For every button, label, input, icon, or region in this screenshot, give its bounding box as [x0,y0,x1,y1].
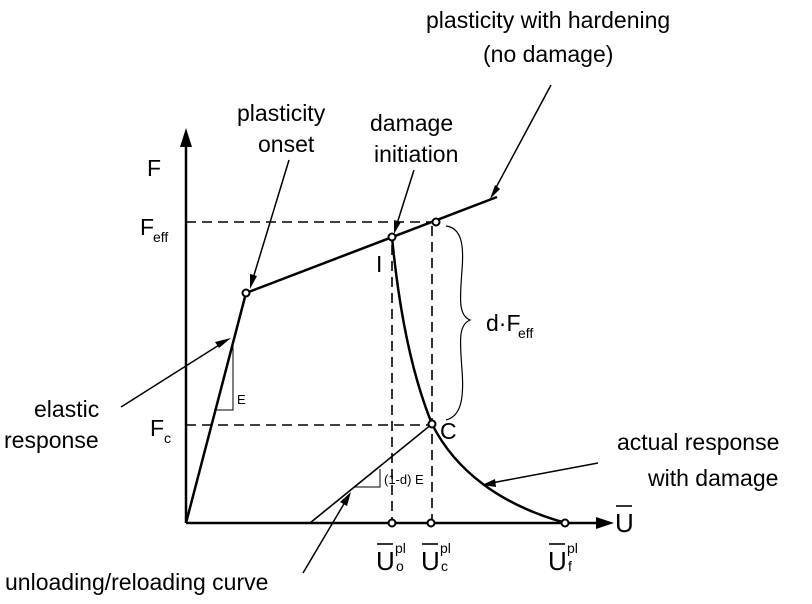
svg-text:pl: pl [567,540,578,556]
point-c-label: C [440,418,457,444]
init-label-2: initiation [374,141,458,167]
arrowhead-actual [482,479,496,487]
plasticity-onset-point [241,288,251,298]
arrowhead-elastic [215,338,231,348]
damage-initiation-point [387,232,397,242]
arrow-hardening [491,84,552,196]
svg-text:pl: pl [395,540,406,556]
hardening-label-2: (no damage) [483,41,613,67]
f-axis-arrow [180,128,192,147]
arrowhead-unloading [340,492,351,506]
svg-text:F: F [140,214,154,240]
svg-text:f: f [568,558,572,574]
unloading-line [309,423,433,524]
svg-text:F: F [150,415,164,441]
hardening-line [245,195,498,295]
arrow-unloading [302,496,349,574]
arrowhead-onset [250,274,257,289]
slope-triangle-1-d-e [355,469,381,488]
hardening-label-1: plasticity with hardening [426,7,670,33]
point-i-label: I [376,251,382,277]
svg-text:U: U [421,546,440,576]
hardening-point [431,217,441,227]
elastic-label-2: response [4,427,99,453]
u-axis-label: U [615,505,634,538]
arrowhead-hardening [490,185,500,199]
d-feff-brace [445,225,472,421]
feff-label: F eff [140,214,168,245]
f-axis-label: F [147,155,161,181]
u0-pl-label: U pl o [376,540,406,576]
svg-text:o: o [396,558,404,574]
fc-label: F c [150,415,171,446]
points [241,217,570,528]
actual-label-2: with damage [647,465,778,491]
uc-pl-label: U pl c [421,540,451,576]
slope-1-d-e-label: (1-d) E [384,472,424,487]
svg-text:U: U [615,508,634,538]
svg-text:c: c [441,558,448,574]
d-feff-label: d·F eff [486,310,533,341]
arrowhead-init [394,220,401,234]
uc-point [426,518,436,528]
svg-text:eff: eff [153,229,168,245]
onset-label-1: plasticity [237,100,326,126]
actual-label-1: actual response [617,429,779,455]
arrow-actual [485,462,599,485]
svg-text:c: c [164,430,171,446]
slope-e-label: E [237,392,246,407]
point-c [427,419,437,429]
elastic-label-1: elastic [34,396,99,422]
arrow-onset [250,159,290,286]
u-axis-arrow [596,517,614,529]
svg-text:d·F: d·F [486,310,521,336]
elastic-line [184,292,248,524]
svg-text:U: U [548,546,567,576]
uf-pl-label: U pl f [548,540,578,576]
slope-triangle-e [214,345,234,411]
arrow-init [394,169,415,231]
svg-text:pl: pl [440,540,451,556]
init-label-1: damage [370,110,453,136]
onset-label-2: onset [258,131,315,157]
u0-point [387,518,397,528]
unloading-label: unloading/reloading curve [5,569,268,595]
svg-text:U: U [376,546,395,576]
svg-text:eff: eff [518,325,533,341]
arrow-elastic [120,339,228,408]
uf-point [560,518,570,528]
